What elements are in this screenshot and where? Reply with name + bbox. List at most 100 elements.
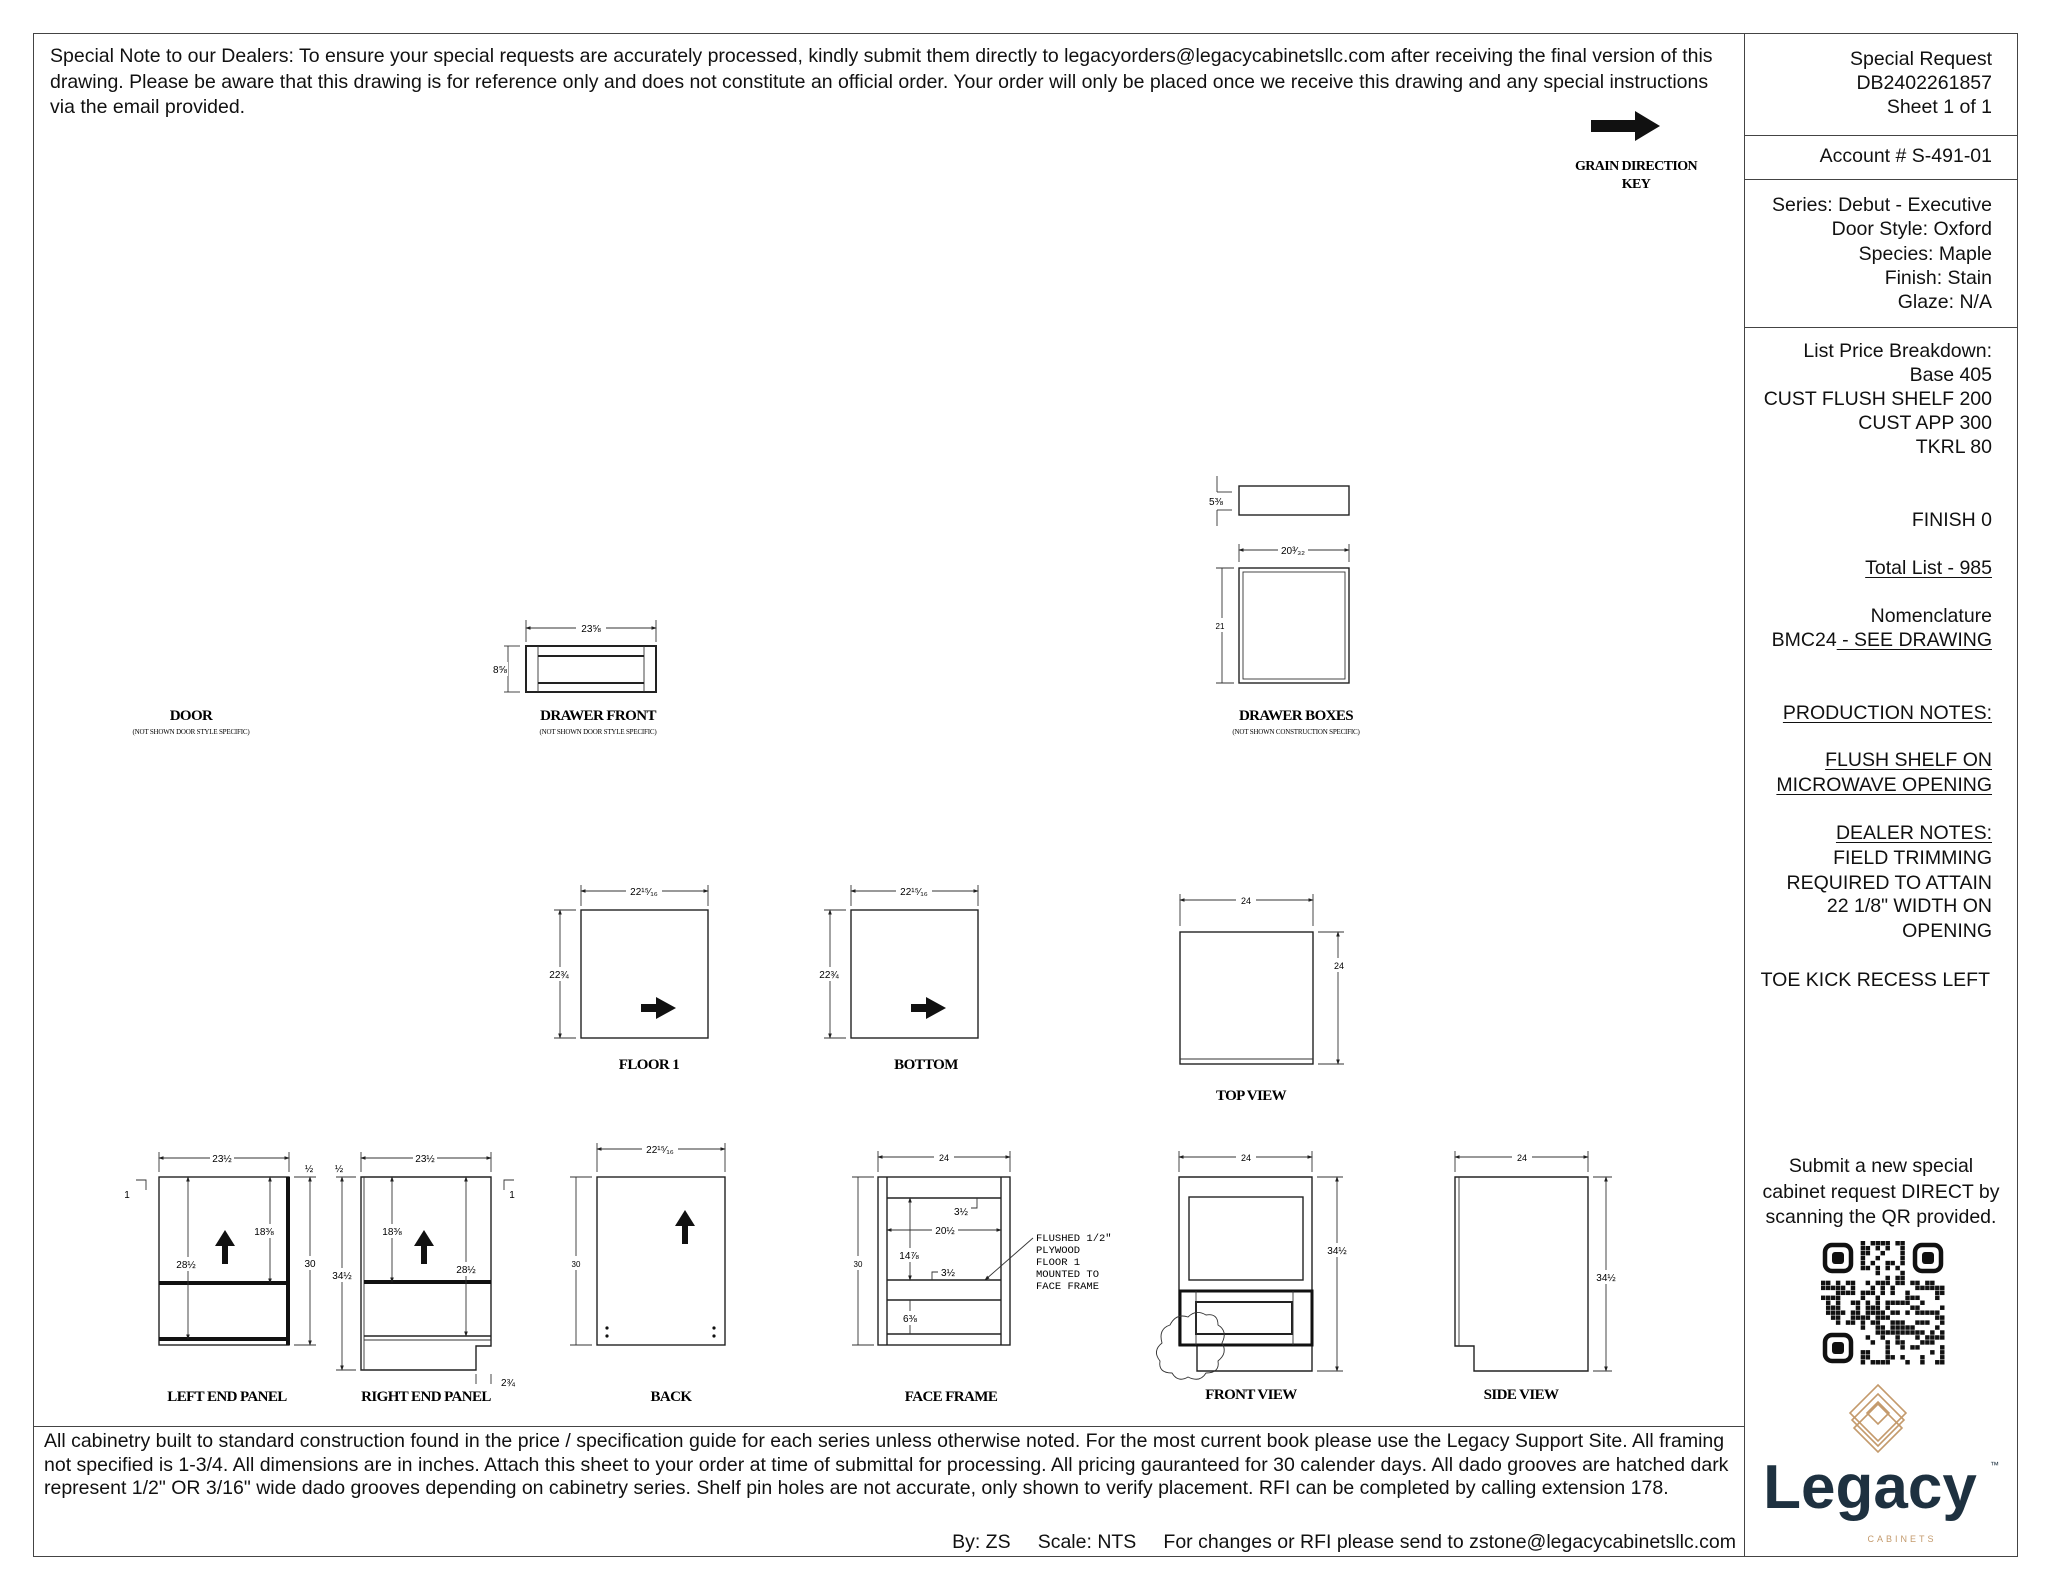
right-panel-upper: 18⅜: [382, 1227, 402, 1238]
qr-module: [1925, 1310, 1930, 1315]
qr-module: [1940, 1355, 1945, 1360]
dealer-note: 22 1/8" WIDTH ON: [1826, 895, 1992, 917]
qr-module: [1865, 1265, 1871, 1271]
qr-module: [1865, 1245, 1871, 1251]
qr-module: [1915, 1335, 1920, 1340]
qr-module: [1885, 1280, 1890, 1286]
qr-module: [1875, 1320, 1881, 1325]
qr-module: [1821, 1285, 1826, 1291]
qr-module: [1860, 1290, 1866, 1296]
right-end-panel-label: RIGHT END PANEL: [361, 1389, 491, 1405]
qr-module: [1905, 1310, 1910, 1315]
callout-line: PLYWOOD: [1036, 1245, 1080, 1257]
qr-module: [1855, 1315, 1861, 1320]
qr-module: [1940, 1320, 1945, 1325]
qr-module: [1900, 1325, 1905, 1330]
qr-module: [1880, 1315, 1885, 1320]
qr-module: [1940, 1330, 1945, 1335]
series: Series: Debut - Executive: [1771, 194, 1992, 216]
qr-module: [1875, 1325, 1881, 1330]
qr-module: [1825, 1280, 1831, 1286]
qr-module: [1910, 1305, 1915, 1310]
qr-module: [1890, 1330, 1895, 1335]
qr-module: [1885, 1340, 1890, 1345]
left-panel-height: 30: [304, 1259, 316, 1270]
drawer-box-width: 20³⁄₃₂: [1281, 546, 1305, 557]
top-view-drawing: 24 24 TOP VIEW: [1179, 893, 1346, 1104]
qr-module: [1920, 1285, 1925, 1291]
callout-line: MOUNTED TO: [1036, 1269, 1099, 1281]
total-list: Total List - 985: [1865, 557, 1992, 579]
qr-module: [1905, 1295, 1910, 1301]
account-number: Account # S-491-01: [1819, 145, 1992, 167]
qr-module: [1920, 1340, 1925, 1345]
sheet-border: [33, 33, 2018, 1557]
qr-module: [1830, 1310, 1836, 1315]
qr-module: [1940, 1335, 1945, 1340]
floor1-drawing: 22¹⁵⁄₁₆ 22¾ FLOOR 1: [547, 884, 709, 1073]
qr-module: [1930, 1350, 1935, 1355]
qr-module: [1935, 1360, 1940, 1365]
left-end-panel-label: LEFT END PANEL: [167, 1389, 287, 1405]
qr-module: [1890, 1310, 1895, 1315]
qr-module: [1830, 1295, 1836, 1301]
drawer-box-height: 5⅜: [1209, 497, 1224, 508]
price-item: TKRL 80: [1915, 436, 1992, 458]
qr-module: [1880, 1325, 1885, 1330]
door-drawing: DOOR (NOT SHOWN DOOR STYLE SPECIFIC): [133, 708, 251, 736]
qr-module: [1890, 1325, 1895, 1330]
qr-module: [1885, 1345, 1890, 1350]
qr-module: [1850, 1300, 1856, 1305]
footer-meta: By: ZS Scale: NTS For changes or RFI ple…: [952, 1531, 1736, 1554]
face-frame-label: FACE FRAME: [905, 1389, 998, 1405]
legacy-logo: Legacy ™ CABINETS: [1763, 1383, 1999, 1544]
grain-key-label: KEY: [1622, 177, 1651, 192]
production-note: FLUSH SHELF ON: [1825, 749, 1992, 771]
qr-module: [1915, 1320, 1920, 1325]
qr-module: [1890, 1285, 1895, 1291]
qr-instructions: Submit a new special cabinet request DIR…: [1748, 1154, 2014, 1231]
qr-module: [1821, 1280, 1826, 1286]
qr-module: [1855, 1305, 1861, 1310]
request-type: Special Request: [1849, 48, 1992, 70]
qr-module: [1940, 1305, 1945, 1310]
title-block-rule: [1744, 135, 2018, 136]
qr-module: [1915, 1280, 1920, 1286]
qr-module: [1925, 1320, 1930, 1325]
qr-module: [1930, 1280, 1935, 1286]
right-panel-top: 1: [509, 1190, 515, 1201]
front-view-label: FRONT VIEW: [1205, 1387, 1297, 1403]
side-view-height: 34½: [1596, 1273, 1616, 1284]
rfi-contact[interactable]: For changes or RFI please send to zstone…: [1163, 1531, 1736, 1553]
qr-module: [1930, 1340, 1935, 1345]
qr-module: [1875, 1295, 1881, 1301]
drawer-front-drawing: 23⅝ 8⅝ DRAWER FRONT (NOT SHOWN DOOR STYL…: [490, 620, 658, 736]
callout-line: FACE FRAME: [1036, 1281, 1099, 1293]
qr-module: [1870, 1320, 1876, 1325]
qr-module: [1905, 1330, 1910, 1335]
qr-finder-icon: [1822, 1242, 1944, 1364]
qr-module: [1895, 1325, 1900, 1330]
top-view-label: TOP VIEW: [1216, 1088, 1287, 1104]
qr-module: [1830, 1305, 1836, 1310]
face-frame-width: 24: [939, 1153, 949, 1163]
face-frame-callout: FLUSHED 1/2" PLYWOOD FLOOR 1 MOUNTED TO …: [1036, 1233, 1112, 1293]
qr-module: [1840, 1310, 1846, 1315]
qr-module: [1940, 1350, 1945, 1355]
right-panel-height: 34½: [332, 1271, 352, 1282]
qr-module: [1875, 1270, 1881, 1276]
qr-code[interactable]: [1821, 1241, 1945, 1365]
drawer-front-width: 23⅝: [581, 624, 601, 635]
qr-module: [1900, 1320, 1905, 1325]
price-breakdown-heading: List Price Breakdown:: [1803, 340, 1992, 362]
glaze: Glaze: N/A: [1897, 291, 1992, 313]
qr-module: [1885, 1245, 1890, 1251]
side-view-label: SIDE VIEW: [1484, 1387, 1559, 1403]
bottom-drawing: 22¹⁵⁄₁₆ 22¾ BOTTOM: [817, 884, 979, 1073]
footer-note: All cabinetry built to standard construc…: [44, 1430, 1729, 1499]
qr-module: [1885, 1300, 1890, 1305]
grain-arrow-icon: [641, 997, 676, 1019]
qr-module: [1850, 1290, 1856, 1296]
qr-module: [1870, 1305, 1876, 1310]
grain-arrow-icon: [414, 1230, 434, 1264]
